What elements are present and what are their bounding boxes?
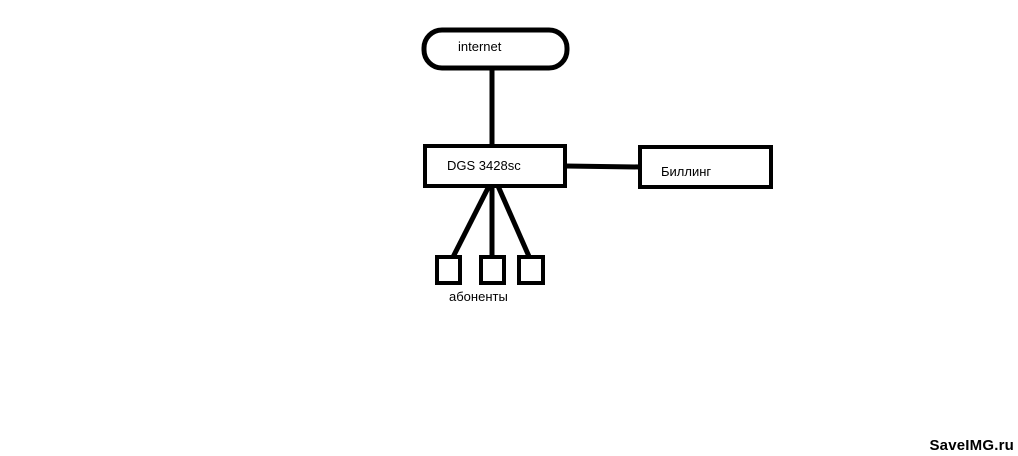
subscriber-2 [479,255,506,285]
billing-node [638,145,773,189]
switch-node [423,144,567,188]
subscribers-label: абоненты [449,289,508,304]
edge-switch-subscriber-3 [495,184,534,263]
internet-node [421,27,570,71]
subscriber-1 [435,255,462,285]
subscriber-3 [517,255,545,285]
switch-label: DGS 3428sc [447,158,521,173]
internet-label: internet [458,39,502,54]
watermark: SaveIMG.ru [929,437,1014,454]
billing-label: Биллинг [661,164,711,179]
edge-switch-billing [564,163,641,170]
edge-switch-subscriber-1 [448,184,492,263]
